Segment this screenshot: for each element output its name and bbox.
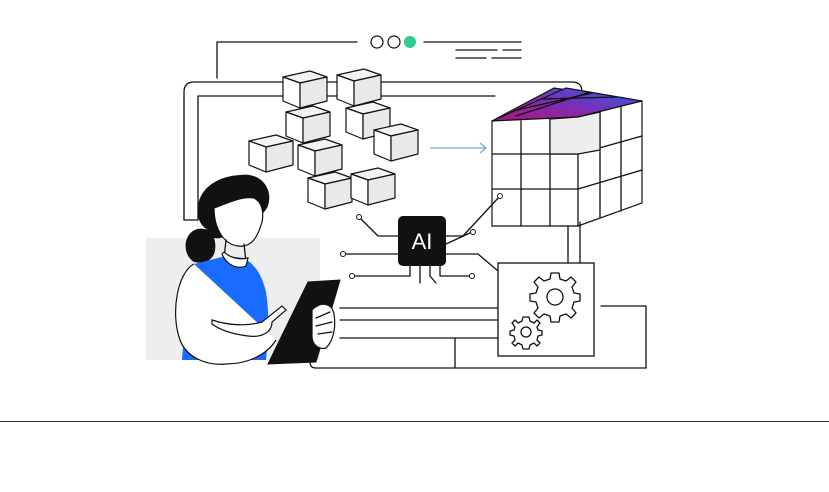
window-dot-maximize: [404, 36, 416, 48]
window-dot-minimize: [387, 35, 401, 49]
assembled-data-cube: [491, 87, 643, 264]
arrow-right-icon: [430, 142, 487, 154]
gears-panel: [497, 262, 595, 357]
window-dot-close: [370, 35, 384, 49]
ai-chip-icon: AI: [398, 216, 446, 266]
bottom-divider: [0, 421, 829, 422]
scattered-cubes: [248, 68, 419, 210]
gear-icon: [529, 272, 581, 323]
monitor-frame: [183, 81, 647, 369]
person-with-tablet: [174, 174, 341, 365]
browser-header: [216, 35, 522, 79]
ai-chip-label: AI: [412, 229, 433, 254]
tablet-icon: [267, 279, 341, 365]
small-gear-icon: [509, 316, 543, 350]
